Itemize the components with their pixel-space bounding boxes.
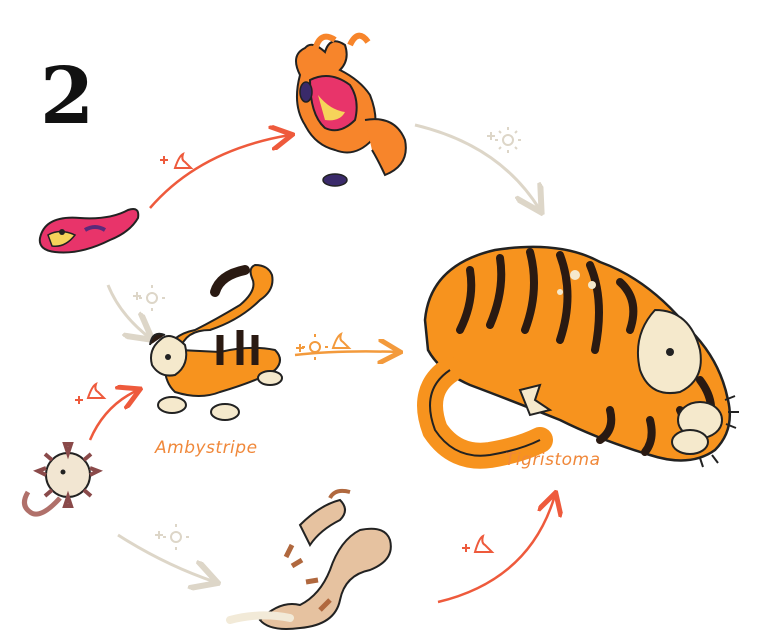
fire-icon	[462, 534, 495, 553]
arrow-larva-to-ambystripe	[106, 284, 150, 338]
tigristoma-creature	[417, 245, 739, 469]
ambystripe-creature	[149, 263, 283, 421]
tigristoma-label: Tigristoma	[505, 450, 601, 470]
spiky-creature	[22, 442, 103, 517]
ambystripe-label: Ambystripe	[155, 438, 258, 458]
larva-creature	[38, 208, 140, 254]
arrow-pale-to-tiger	[437, 495, 555, 604]
sun-icon	[155, 524, 189, 550]
sun-icon	[487, 127, 521, 153]
pale-creature	[226, 488, 392, 630]
arrow-larva-to-fire	[149, 135, 290, 209]
arrow-spiky-to-ambystripe	[88, 390, 138, 441]
fire-icon	[160, 152, 194, 169]
arrow-spiky-to-pale	[117, 533, 215, 582]
fire-icon	[331, 332, 352, 349]
arrow-ambystripe-to-tiger	[294, 351, 398, 355]
fire-salamander-creature	[295, 32, 407, 187]
arrow-fire-to-tiger	[414, 123, 540, 210]
fire-icon	[75, 382, 107, 404]
page-number: 2	[40, 51, 95, 142]
sun-icon	[296, 334, 328, 360]
sun-icon	[133, 285, 165, 311]
